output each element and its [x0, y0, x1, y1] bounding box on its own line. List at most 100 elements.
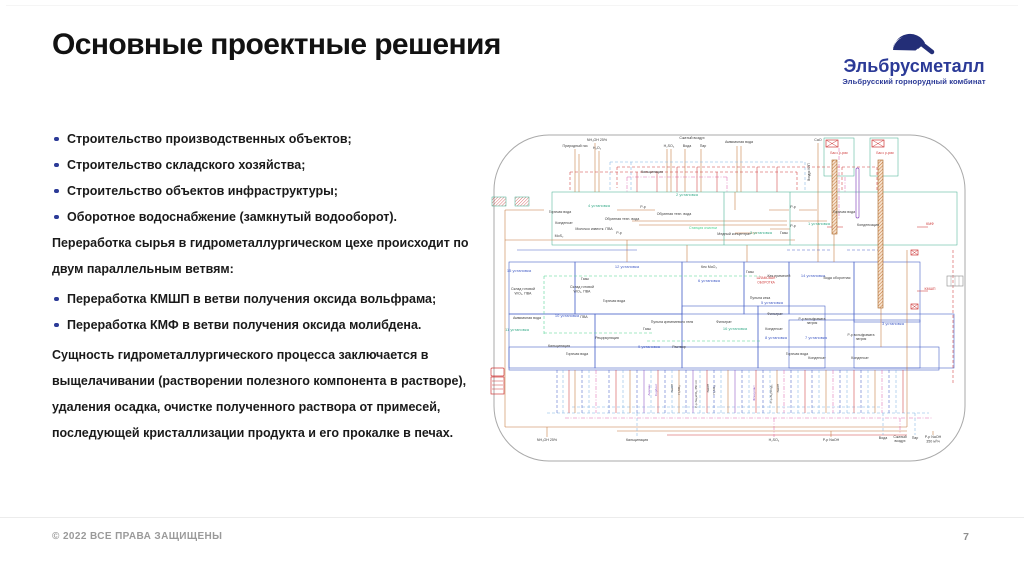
- svg-text:Пульпа кремниевого геля: Пульпа кремниевого геля: [651, 320, 694, 324]
- svg-text:ОБОРОТКА: ОБОРОТКА: [757, 281, 775, 285]
- page-title: Основные проектные решения: [52, 28, 501, 61]
- svg-text:Кальцинация: Кальцинация: [626, 438, 648, 442]
- svg-text:Кальцинация: Кальцинация: [641, 170, 663, 174]
- svg-text:Газы: Газы: [643, 327, 651, 331]
- svg-text:натрия: натрия: [856, 337, 867, 341]
- svg-text:Конденсат: Конденсат: [808, 356, 826, 360]
- svg-text:Пульпа кека: Пульпа кека: [750, 296, 770, 300]
- svg-text:Раствор: Раствор: [672, 345, 686, 349]
- company-logo: Эльбрусметалл Эльбрусский горнорудный ко…: [834, 20, 994, 86]
- svg-text:WO₃, ПВА: WO₃, ПВА: [574, 290, 592, 294]
- svg-text:Вода оборотная: Вода оборотная: [824, 276, 851, 280]
- svg-text:H₂SO₄: H₂SO₄: [664, 144, 675, 148]
- svg-text:NaOH: NaOH: [706, 384, 710, 393]
- svg-text:Фильтрат: Фильтрат: [767, 312, 783, 316]
- svg-text:1 установка: 1 установка: [808, 221, 831, 226]
- svg-text:8 установка: 8 установка: [765, 335, 788, 340]
- svg-text:NaOH: NaOH: [776, 384, 780, 393]
- svg-text:Газы: Газы: [581, 277, 589, 281]
- svg-text:Сжатый воздух: Сжатый воздух: [679, 136, 705, 140]
- svg-text:Флокулянт: Флокулянт: [752, 385, 756, 401]
- svg-text:ПВА: ПВА: [580, 315, 588, 319]
- svg-text:H₂SO₄: H₂SO₄: [769, 438, 780, 442]
- svg-text:Газы: Газы: [780, 231, 788, 235]
- truck-icon: [490, 367, 505, 395]
- svg-text:3 установка: 3 установка: [750, 230, 773, 235]
- copyright-notice: © 2022 ВСЕ ПРАВА ЗАЩИЩЕНЫ: [52, 531, 223, 542]
- svg-text:Обратная техн. вода: Обратная техн. вода: [657, 212, 692, 216]
- svg-text:Воздух КИП: Воздух КИП: [807, 162, 811, 180]
- svg-text:WO₃, ПВА: WO₃, ПВА: [515, 292, 533, 296]
- condenser-icon: [946, 275, 964, 287]
- svg-text:Молочко известк. ПВА: Молочко известк. ПВА: [575, 227, 613, 231]
- paragraph-processing: Переработка сырья в гидрометаллургическо…: [52, 236, 469, 276]
- svg-text:NaOH: NaOH: [670, 384, 674, 393]
- svg-text:15 установка: 15 установка: [507, 268, 532, 273]
- logo-name: Эльбрусметалл: [843, 56, 985, 76]
- svg-text:Р-р вольфрамата: Р-р вольфрамата: [848, 333, 875, 337]
- svg-text:Р-р NaOH: Р-р NaOH: [925, 435, 942, 439]
- svg-text:Конденсат: Конденсат: [765, 327, 783, 331]
- svg-text:11 установка: 11 установка: [505, 327, 530, 332]
- svg-text:H₂SO₄: H₂SO₄: [677, 385, 681, 395]
- svg-text:4 установка: 4 установка: [588, 203, 611, 208]
- svg-text:MoS₂: MoS₂: [555, 234, 564, 238]
- svg-text:натрия: натрия: [807, 321, 818, 325]
- svg-text:Склад готовой: Склад готовой: [570, 285, 594, 289]
- svg-text:Сорбент: Сорбент: [654, 383, 658, 396]
- svg-text:7 установка: 7 установка: [805, 335, 828, 340]
- svg-text:Сжатый: Сжатый: [893, 435, 906, 439]
- svg-text:Кек MoO₃: Кек MoO₃: [701, 265, 717, 269]
- svg-text:Горячая вода: Горячая вода: [566, 352, 588, 356]
- svg-text:9 установка: 9 установка: [638, 344, 661, 349]
- svg-text:Р-р: Р-р: [790, 205, 796, 209]
- bullet-item: Строительство складского хозяйства;: [52, 152, 502, 178]
- svg-text:Обратная техн. вода: Обратная техн. вода: [605, 217, 640, 221]
- svg-text:Станция очистки: Станция очистки: [689, 226, 717, 230]
- svg-text:16 установка: 16 установка: [723, 326, 748, 331]
- svg-text:5 установка: 5 установка: [761, 300, 784, 305]
- svg-text:NH₄OH 25%: NH₄OH 25%: [587, 138, 608, 142]
- svg-text:воздух: воздух: [894, 439, 905, 443]
- page-number: 7: [963, 531, 969, 543]
- svg-text:Бак с р-ром: Бак с р-ром: [830, 151, 847, 155]
- svg-text:Вода: Вода: [879, 436, 887, 440]
- svg-text:Р-р NaOH: Р-р NaOH: [823, 438, 840, 442]
- process-columns: [831, 159, 884, 309]
- footer-divider: [0, 517, 1024, 518]
- bullet-list-construction: Строительство производственных объектов;…: [52, 126, 502, 230]
- reagent-drop-lines: [556, 370, 904, 413]
- svg-text:14 установка: 14 установка: [801, 273, 826, 278]
- svg-text:Рециркуляция: Рециркуляция: [595, 336, 619, 340]
- svg-text:Конденсат: Конденсат: [555, 221, 573, 225]
- svg-text:Аммиак: Аммиак: [647, 384, 651, 396]
- feed-bin-icons: [491, 196, 530, 207]
- svg-text:3 установка: 3 установка: [882, 321, 905, 326]
- pump-icons: [910, 249, 919, 310]
- region-outlines: [551, 137, 958, 246]
- svg-text:Пар: Пар: [912, 436, 919, 440]
- svg-text:12 установка: 12 установка: [615, 264, 640, 269]
- svg-text:Аммиачная вода: Аммиачная вода: [513, 316, 541, 320]
- svg-text:Склад готовой: Склад готовой: [511, 287, 535, 291]
- svg-text:Горячая вода: Горячая вода: [833, 210, 855, 214]
- svg-text:Медный концентрат: Медный концентрат: [717, 232, 751, 236]
- svg-text:350 м³/ч: 350 м³/ч: [926, 440, 940, 444]
- svg-text:2 установка: 2 установка: [676, 192, 699, 197]
- svg-text:Пар: Пар: [700, 144, 707, 148]
- svg-text:Конденсация: Конденсация: [857, 223, 879, 227]
- tank-icons: [825, 139, 885, 148]
- slide-body-text: Строительство производственных объектов;…: [52, 126, 502, 446]
- logo-subtitle: Эльбрусский горнорудный комбинат: [842, 77, 986, 86]
- svg-text:NH₄OH 25%: NH₄OH 25%: [537, 438, 558, 442]
- svg-text:Горячая вода: Горячая вода: [786, 352, 808, 356]
- bullet-item: Строительство объектов инфраструктуры;: [52, 178, 502, 204]
- svg-text:КМШП: КМШП: [925, 287, 936, 291]
- bullet-item: Переработка КМШП в ветви получения оксид…: [52, 286, 502, 312]
- svg-text:6 установка: 6 установка: [698, 278, 721, 283]
- svg-text:Газы: Газы: [746, 270, 754, 274]
- svg-text:Бак с р-ром: Бак с р-ром: [876, 151, 893, 155]
